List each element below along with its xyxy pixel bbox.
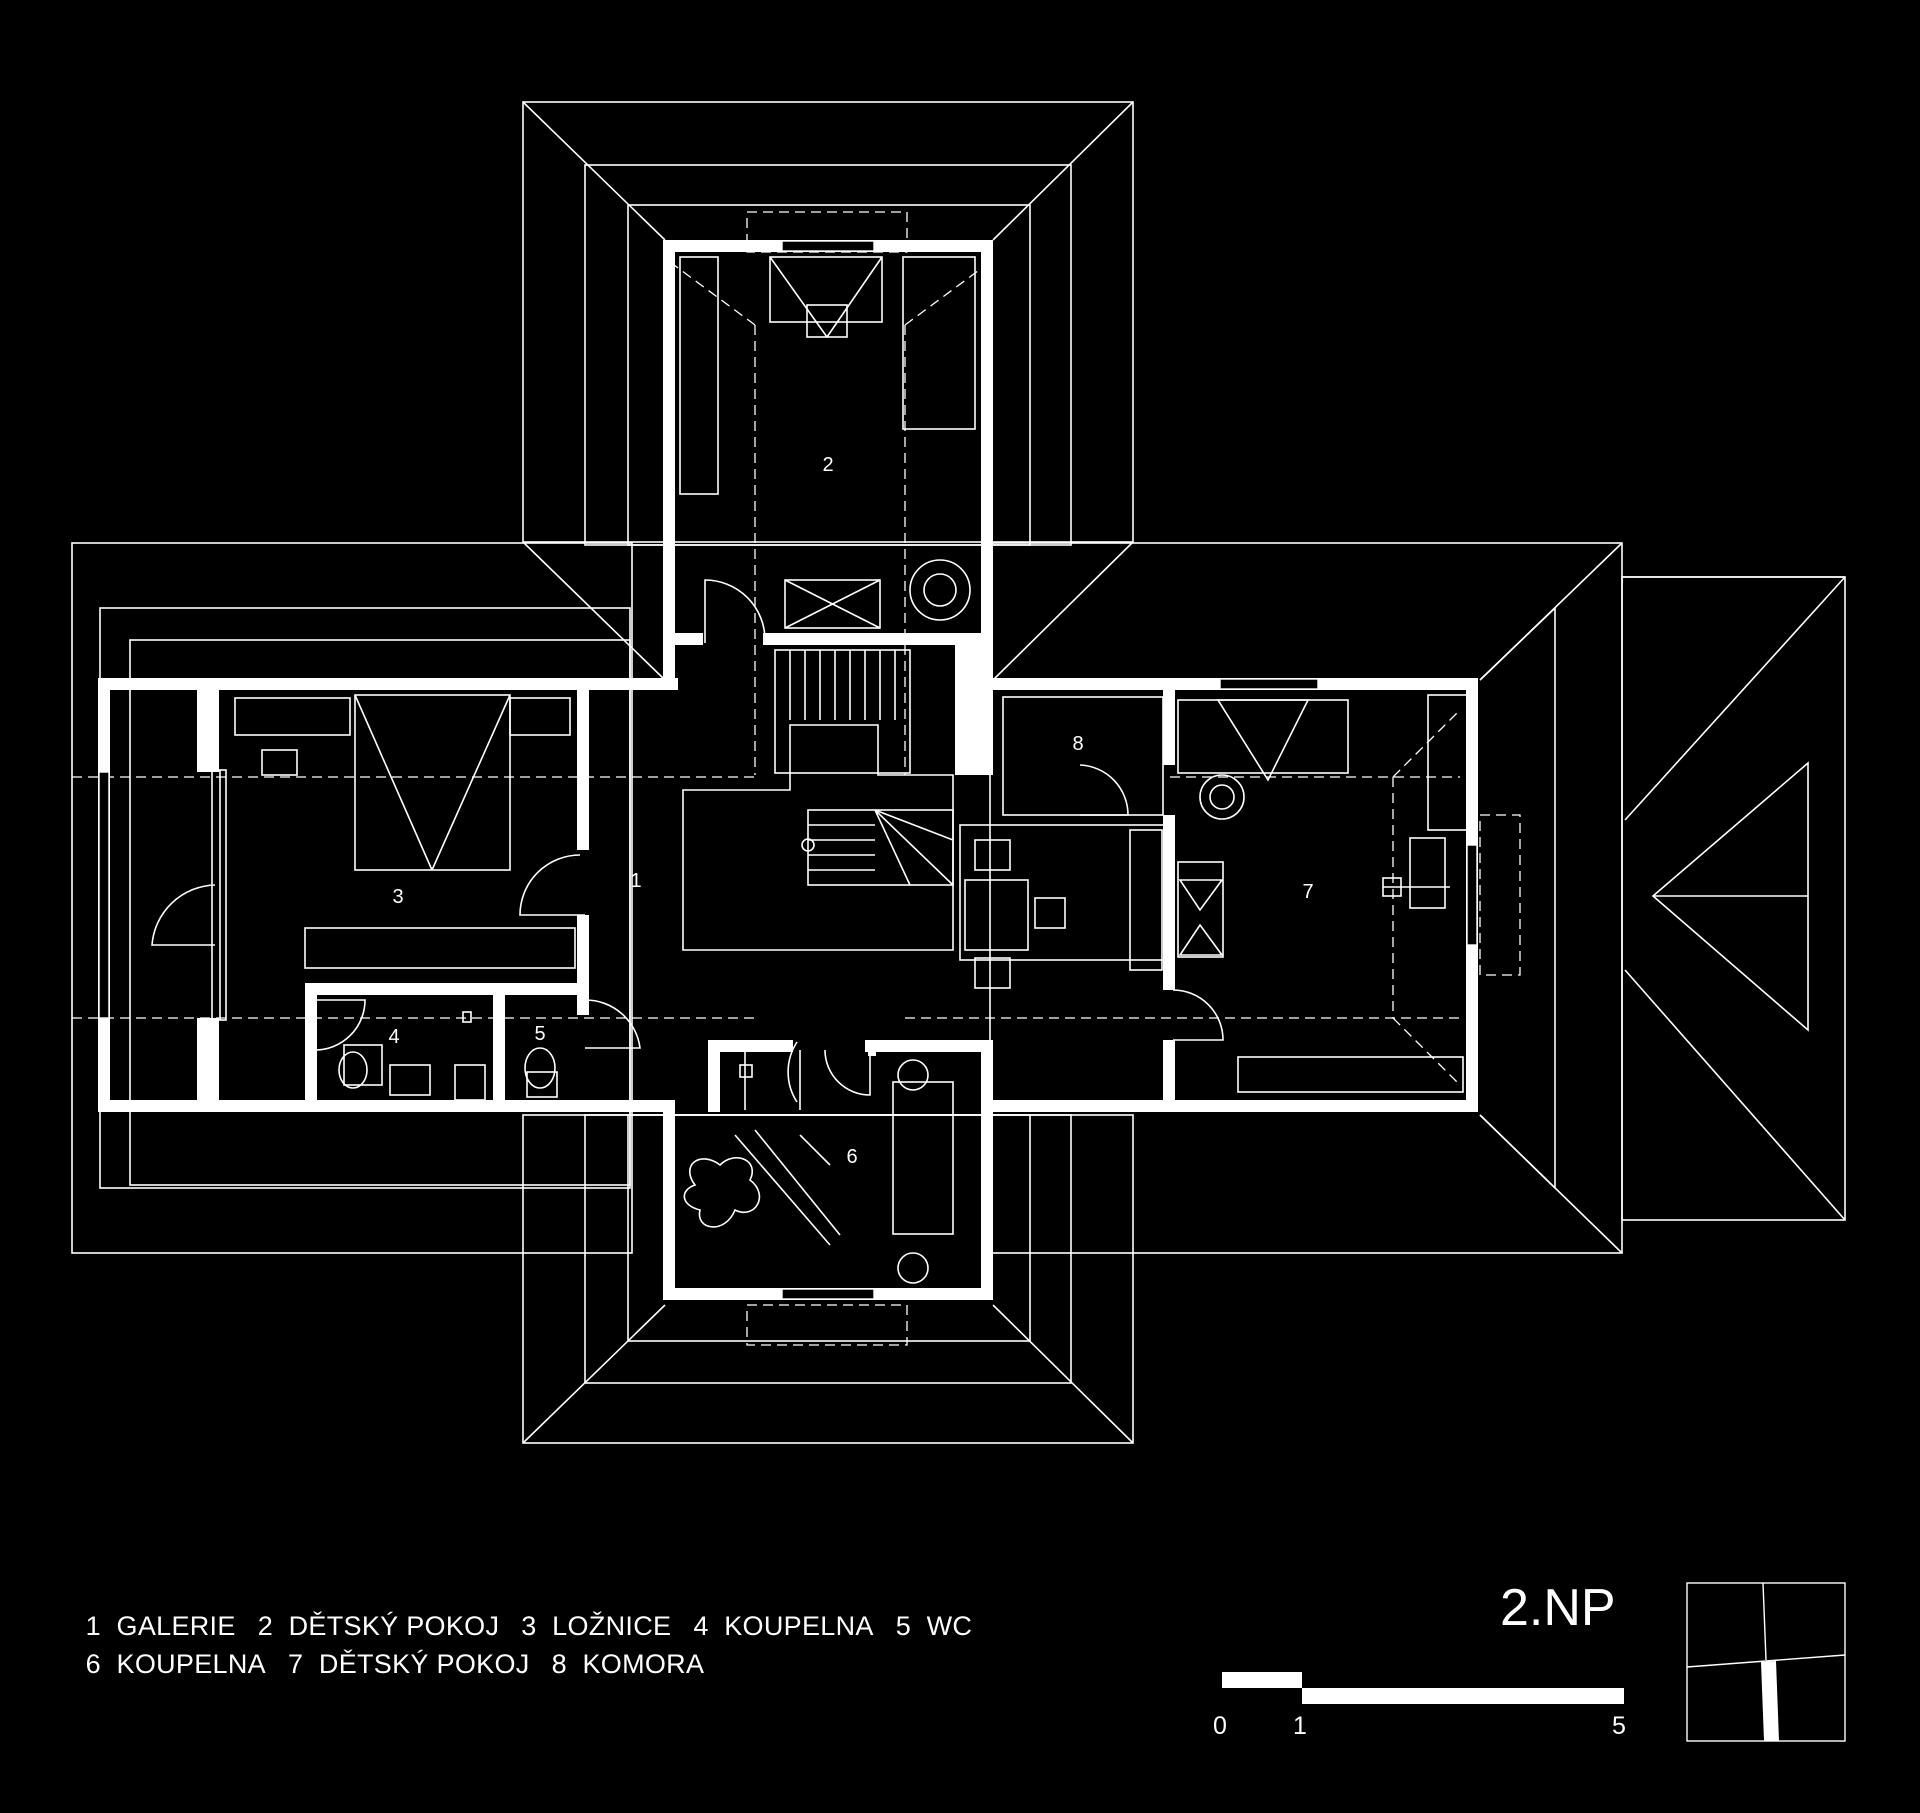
scale-label-1: 1: [1293, 1712, 1307, 1740]
north-arrow-icon: [1686, 1582, 1846, 1742]
roof-outline: [71, 101, 1846, 1444]
legend-item: 1 GALERIE: [85, 1611, 236, 1641]
room-number-6: 6: [846, 1146, 857, 1168]
legend-item: 8 KOMORA: [551, 1649, 705, 1679]
dashed-lines: [72, 211, 1521, 1346]
legend-item: 5 WC: [895, 1611, 973, 1641]
scale-label-5: 5: [1612, 1712, 1626, 1740]
floor-label: 2.NP: [1500, 1579, 1616, 1637]
legend-item: 7 DĚTSKÝ POKOJ: [287, 1649, 530, 1679]
legend-line-1: 1 GALERIE 2 DĚTSKÝ POKOJ 3 LOŽNICE 4 KOUPEL…: [70, 1580, 994, 1642]
room-number-5: 5: [534, 1023, 545, 1045]
walls: [98, 240, 1478, 1300]
room-number-3: 3: [392, 886, 403, 908]
door-swings: [151, 579, 1224, 1110]
legend-item: 2 DĚTSKÝ POKOJ: [257, 1611, 500, 1641]
room-number-8: 8: [1072, 733, 1083, 755]
room-number-2: 2: [822, 454, 833, 476]
scale-bar: [1222, 1672, 1624, 1704]
scale-label-0: 0: [1213, 1712, 1227, 1740]
legend-item: 6 KOUPELNA: [85, 1649, 266, 1679]
room-number-1: 1: [630, 870, 641, 892]
wall-openings: [98, 240, 1478, 1300]
legend-line-2: 6 KOUPELNA 7 DĚTSKÝ POKOJ 8 KOMORA: [70, 1618, 726, 1680]
room-number-4: 4: [388, 1026, 399, 1048]
stairs: [774, 649, 954, 886]
legend-item: 3 LOŽNICE: [521, 1611, 672, 1641]
room-number-7: 7: [1302, 881, 1313, 903]
room-numbers: 1 2 3 4 5 6 7 8: [388, 454, 1313, 1168]
legend-item: 4 KOUPELNA: [693, 1611, 874, 1641]
